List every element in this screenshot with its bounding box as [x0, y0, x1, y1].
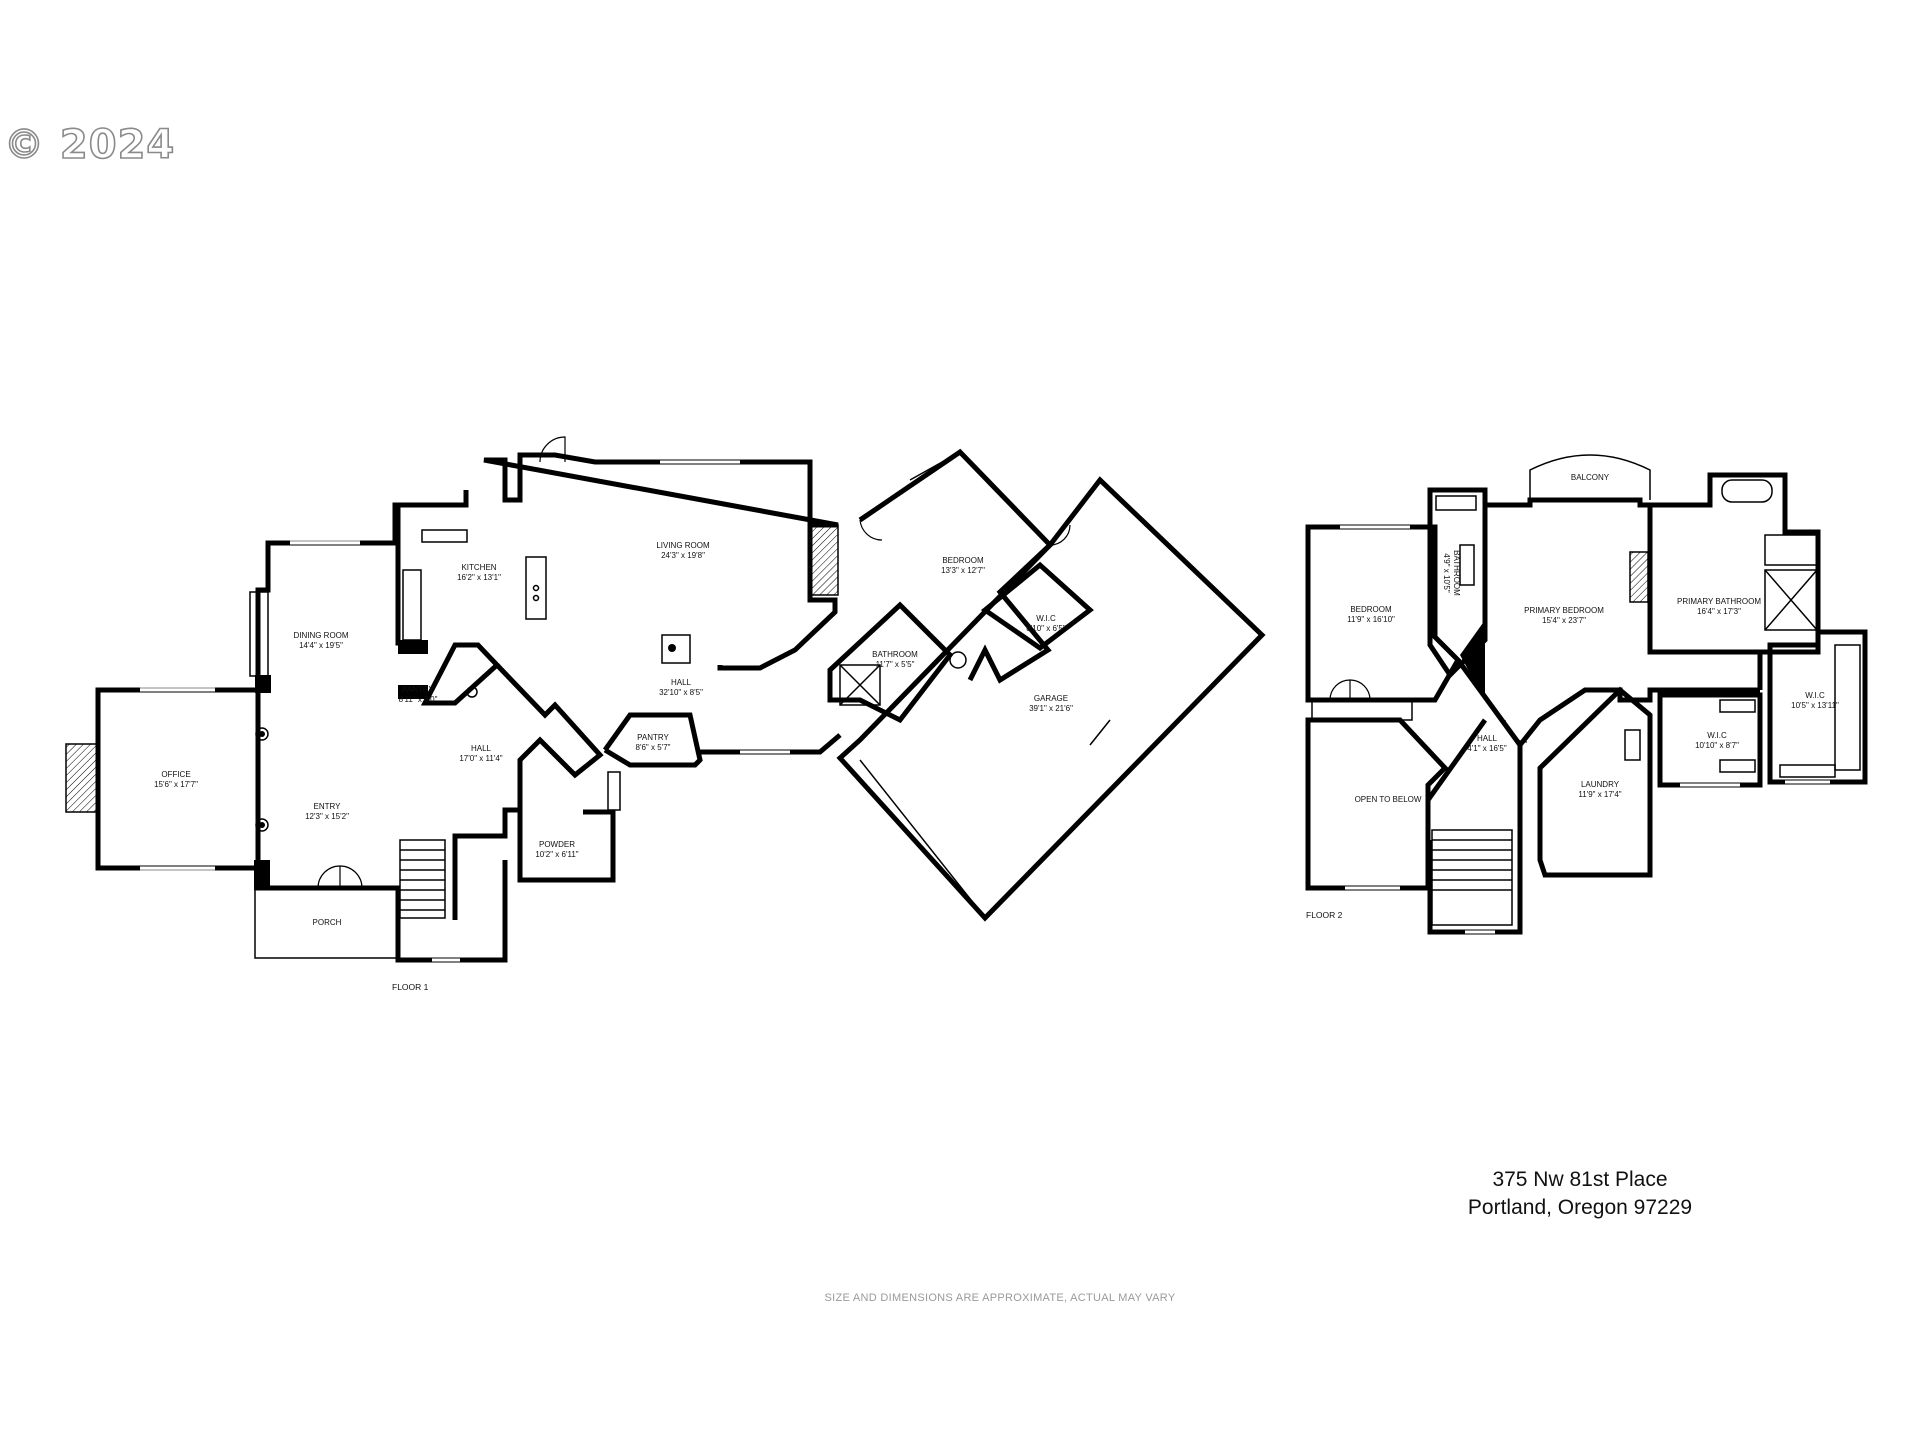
room-dims-wic3: 10'10" x 8'7" — [1695, 741, 1739, 750]
room-name-balcony: BALCONY — [1571, 473, 1610, 482]
room-dims-wic1: 8'10" x 6'5" — [1026, 624, 1066, 633]
room-dims-dining: 14'4" x 19'5" — [299, 641, 343, 650]
room-name-kitchen: KITCHEN — [461, 563, 496, 572]
room-name-living: LIVING ROOM — [656, 541, 710, 550]
room-dims-hall3: 4'1" x 16'5" — [1467, 744, 1507, 753]
living-fireplace — [809, 524, 839, 596]
room-name-pantry2: PANTRY — [637, 733, 669, 742]
room-dims-kitchen: 16'2" x 13'1" — [457, 573, 501, 582]
room-dims-bath2: 4'9" x 10'5" — [1442, 553, 1451, 593]
porch-outline — [254, 887, 399, 959]
room-dims-powder: 10'2" x 6'11" — [535, 850, 578, 859]
room-dims-entry: 12'3" x 15'2" — [305, 812, 349, 821]
property-address: 375 Nw 81st Place Portland, Oregon 97229 — [1440, 1166, 1720, 1222]
copyright-watermark: © 2024 — [3, 121, 176, 169]
room-name-wic3: W.I.C — [1707, 731, 1727, 740]
floor1-labels: OFFICE 15'6" x 17'7" DINING ROOM 14'4" x… — [154, 541, 1073, 992]
room-name-wic2: W.I.C — [1805, 691, 1825, 700]
room-name-entry: ENTRY — [314, 802, 342, 811]
kitchen-island — [525, 556, 547, 620]
room-dims-primary-bed: 15'4" x 23'7" — [1542, 616, 1586, 625]
room-name-powder: POWDER — [539, 840, 575, 849]
floor1-label: FLOOR 1 — [392, 982, 429, 992]
room-name-bedroom1: BEDROOM — [942, 556, 984, 565]
room-name-primary-bed: PRIMARY BEDROOM — [1524, 606, 1604, 615]
dimensions-disclaimer: SIZE AND DIMENSIONS ARE APPROXIMATE, ACT… — [824, 1292, 1176, 1304]
room-dims-pantry2: 8'6" x 5'7" — [636, 743, 671, 752]
room-dims-living: 24'3" x 19'8" — [661, 551, 705, 560]
room-dims-hall1: 17'0" x 11'4" — [459, 754, 502, 763]
room-name-garage: GARAGE — [1034, 694, 1068, 703]
room-name-bedroom2: BEDROOM — [1350, 605, 1392, 614]
room-dims-bedroom1: 13'3" x 12'7" — [941, 566, 985, 575]
room-name-hall3: HALL — [1477, 734, 1498, 743]
room-name-pantry1: PANTRY — [402, 685, 434, 694]
room-dims-bedroom2: 11'9" x 16'10" — [1347, 615, 1395, 624]
room-name-office: OFFICE — [161, 770, 190, 779]
room-name-hall1: HALL — [471, 744, 492, 753]
floor1-stairs — [399, 839, 446, 919]
floor2-plan — [1305, 454, 1868, 935]
room-name-open: OPEN TO BELOW — [1355, 795, 1422, 804]
room-name-bath1: BATHROOM — [872, 650, 918, 659]
room-dims-bath1: 11'7" x 5'5" — [876, 660, 915, 669]
room-name-porch: PORCH — [313, 918, 342, 927]
address-line-1: 375 Nw 81st Place — [1492, 1168, 1668, 1191]
room-name-wic1: W.I.C — [1036, 614, 1056, 623]
room-name-primary-bath: PRIMARY BATHROOM — [1677, 597, 1761, 606]
room-dims-laundry: 11'9" x 17'4" — [1578, 790, 1621, 799]
room-name-hall2: HALL — [671, 678, 692, 687]
address-line-2: Portland, Oregon 97229 — [1467, 1196, 1693, 1219]
room-name-dining: DINING ROOM — [293, 631, 348, 640]
room-dims-primary-bath: 16'4" x 17'3" — [1697, 607, 1741, 616]
floor1-plan — [65, 436, 1266, 963]
room-dims-pantry1: 8'11" x 8'0" — [399, 695, 438, 704]
room-name-laundry: LAUNDRY — [1581, 780, 1620, 789]
room-dims-wic2: 10'5" x 13'11" — [1791, 701, 1839, 710]
room-dims-office: 15'6" x 17'7" — [154, 780, 198, 789]
room-name-bath2: BATHROOM — [1452, 550, 1461, 596]
floor2-label: FLOOR 2 — [1306, 910, 1343, 920]
room-dims-garage: 39'1" x 21'6" — [1029, 704, 1073, 713]
room-dims-hall2: 32'10" x 8'5" — [659, 688, 703, 697]
office-fireplace — [65, 743, 99, 813]
floor2-stairs — [1431, 829, 1513, 926]
floor2-labels: BALCONY BEDROOM 11'9" x 16'10" BATHROOM … — [1306, 473, 1839, 920]
